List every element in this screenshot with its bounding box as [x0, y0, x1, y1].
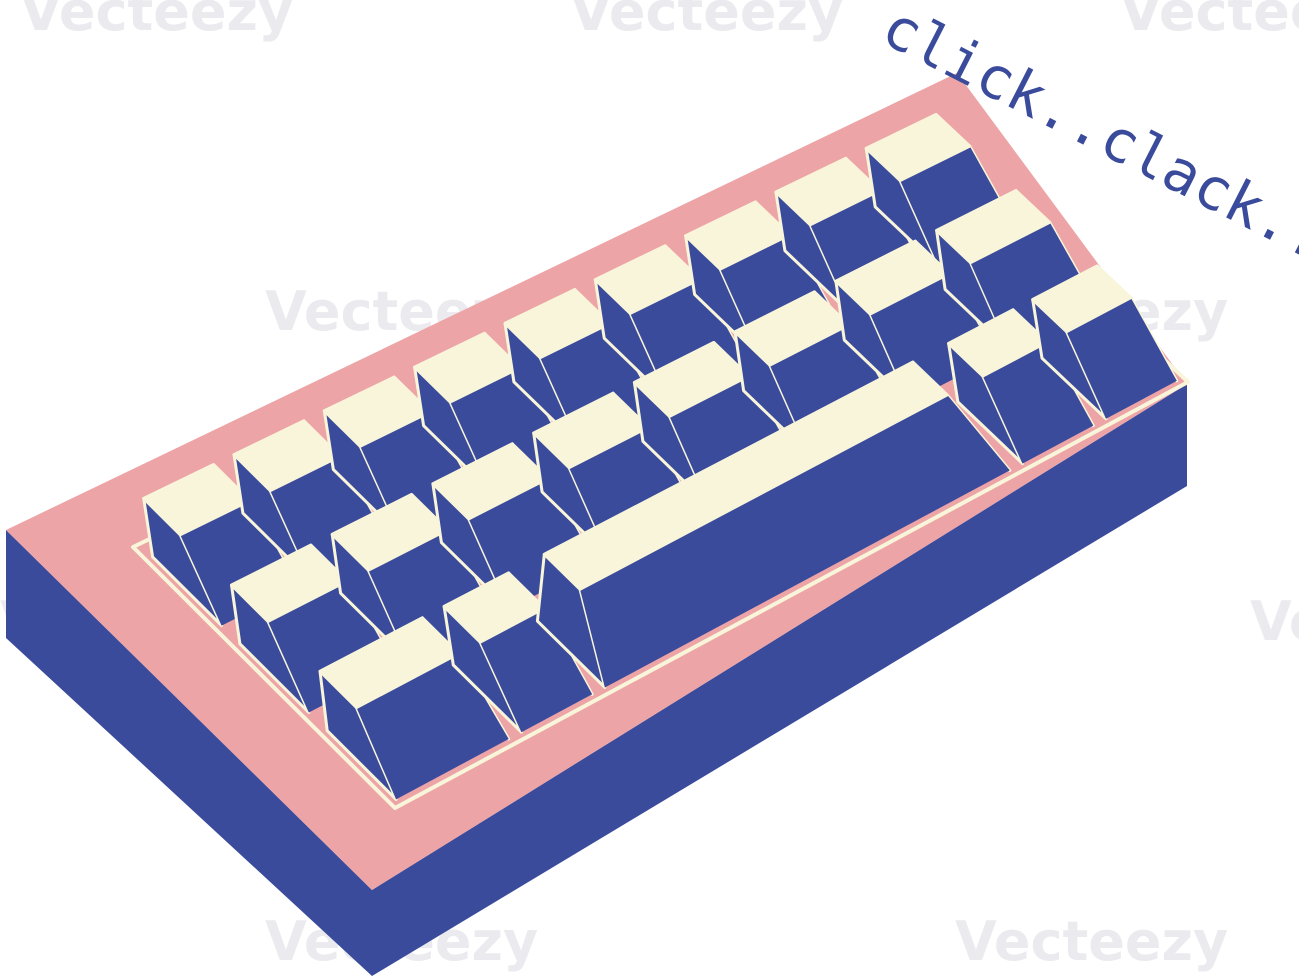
keycaps — [142, 113, 1179, 801]
watermark-text: Vecteezy — [570, 0, 843, 43]
watermark-text: Vecteezy — [955, 910, 1228, 973]
keycap-front-face — [480, 608, 593, 733]
watermark-text: Vecteezy — [1250, 590, 1299, 653]
keycap-front-face — [1066, 297, 1177, 419]
watermark-text: Vecteezy — [1120, 0, 1299, 43]
watermark-text: Vecteezy — [20, 0, 293, 43]
keycap-front-face — [356, 653, 509, 800]
keycap-top — [864, 113, 972, 182]
keycap-front-face — [982, 342, 1094, 464]
case-side-front — [372, 384, 1187, 976]
keyboard — [6, 73, 1190, 976]
keycap-top — [542, 360, 949, 591]
keycap — [1031, 264, 1179, 421]
keycap-top — [935, 189, 1052, 265]
keycap-top — [1031, 264, 1133, 334]
case-side-left — [6, 530, 372, 976]
keycap-front-face — [580, 394, 1010, 688]
keycap — [535, 360, 1012, 689]
